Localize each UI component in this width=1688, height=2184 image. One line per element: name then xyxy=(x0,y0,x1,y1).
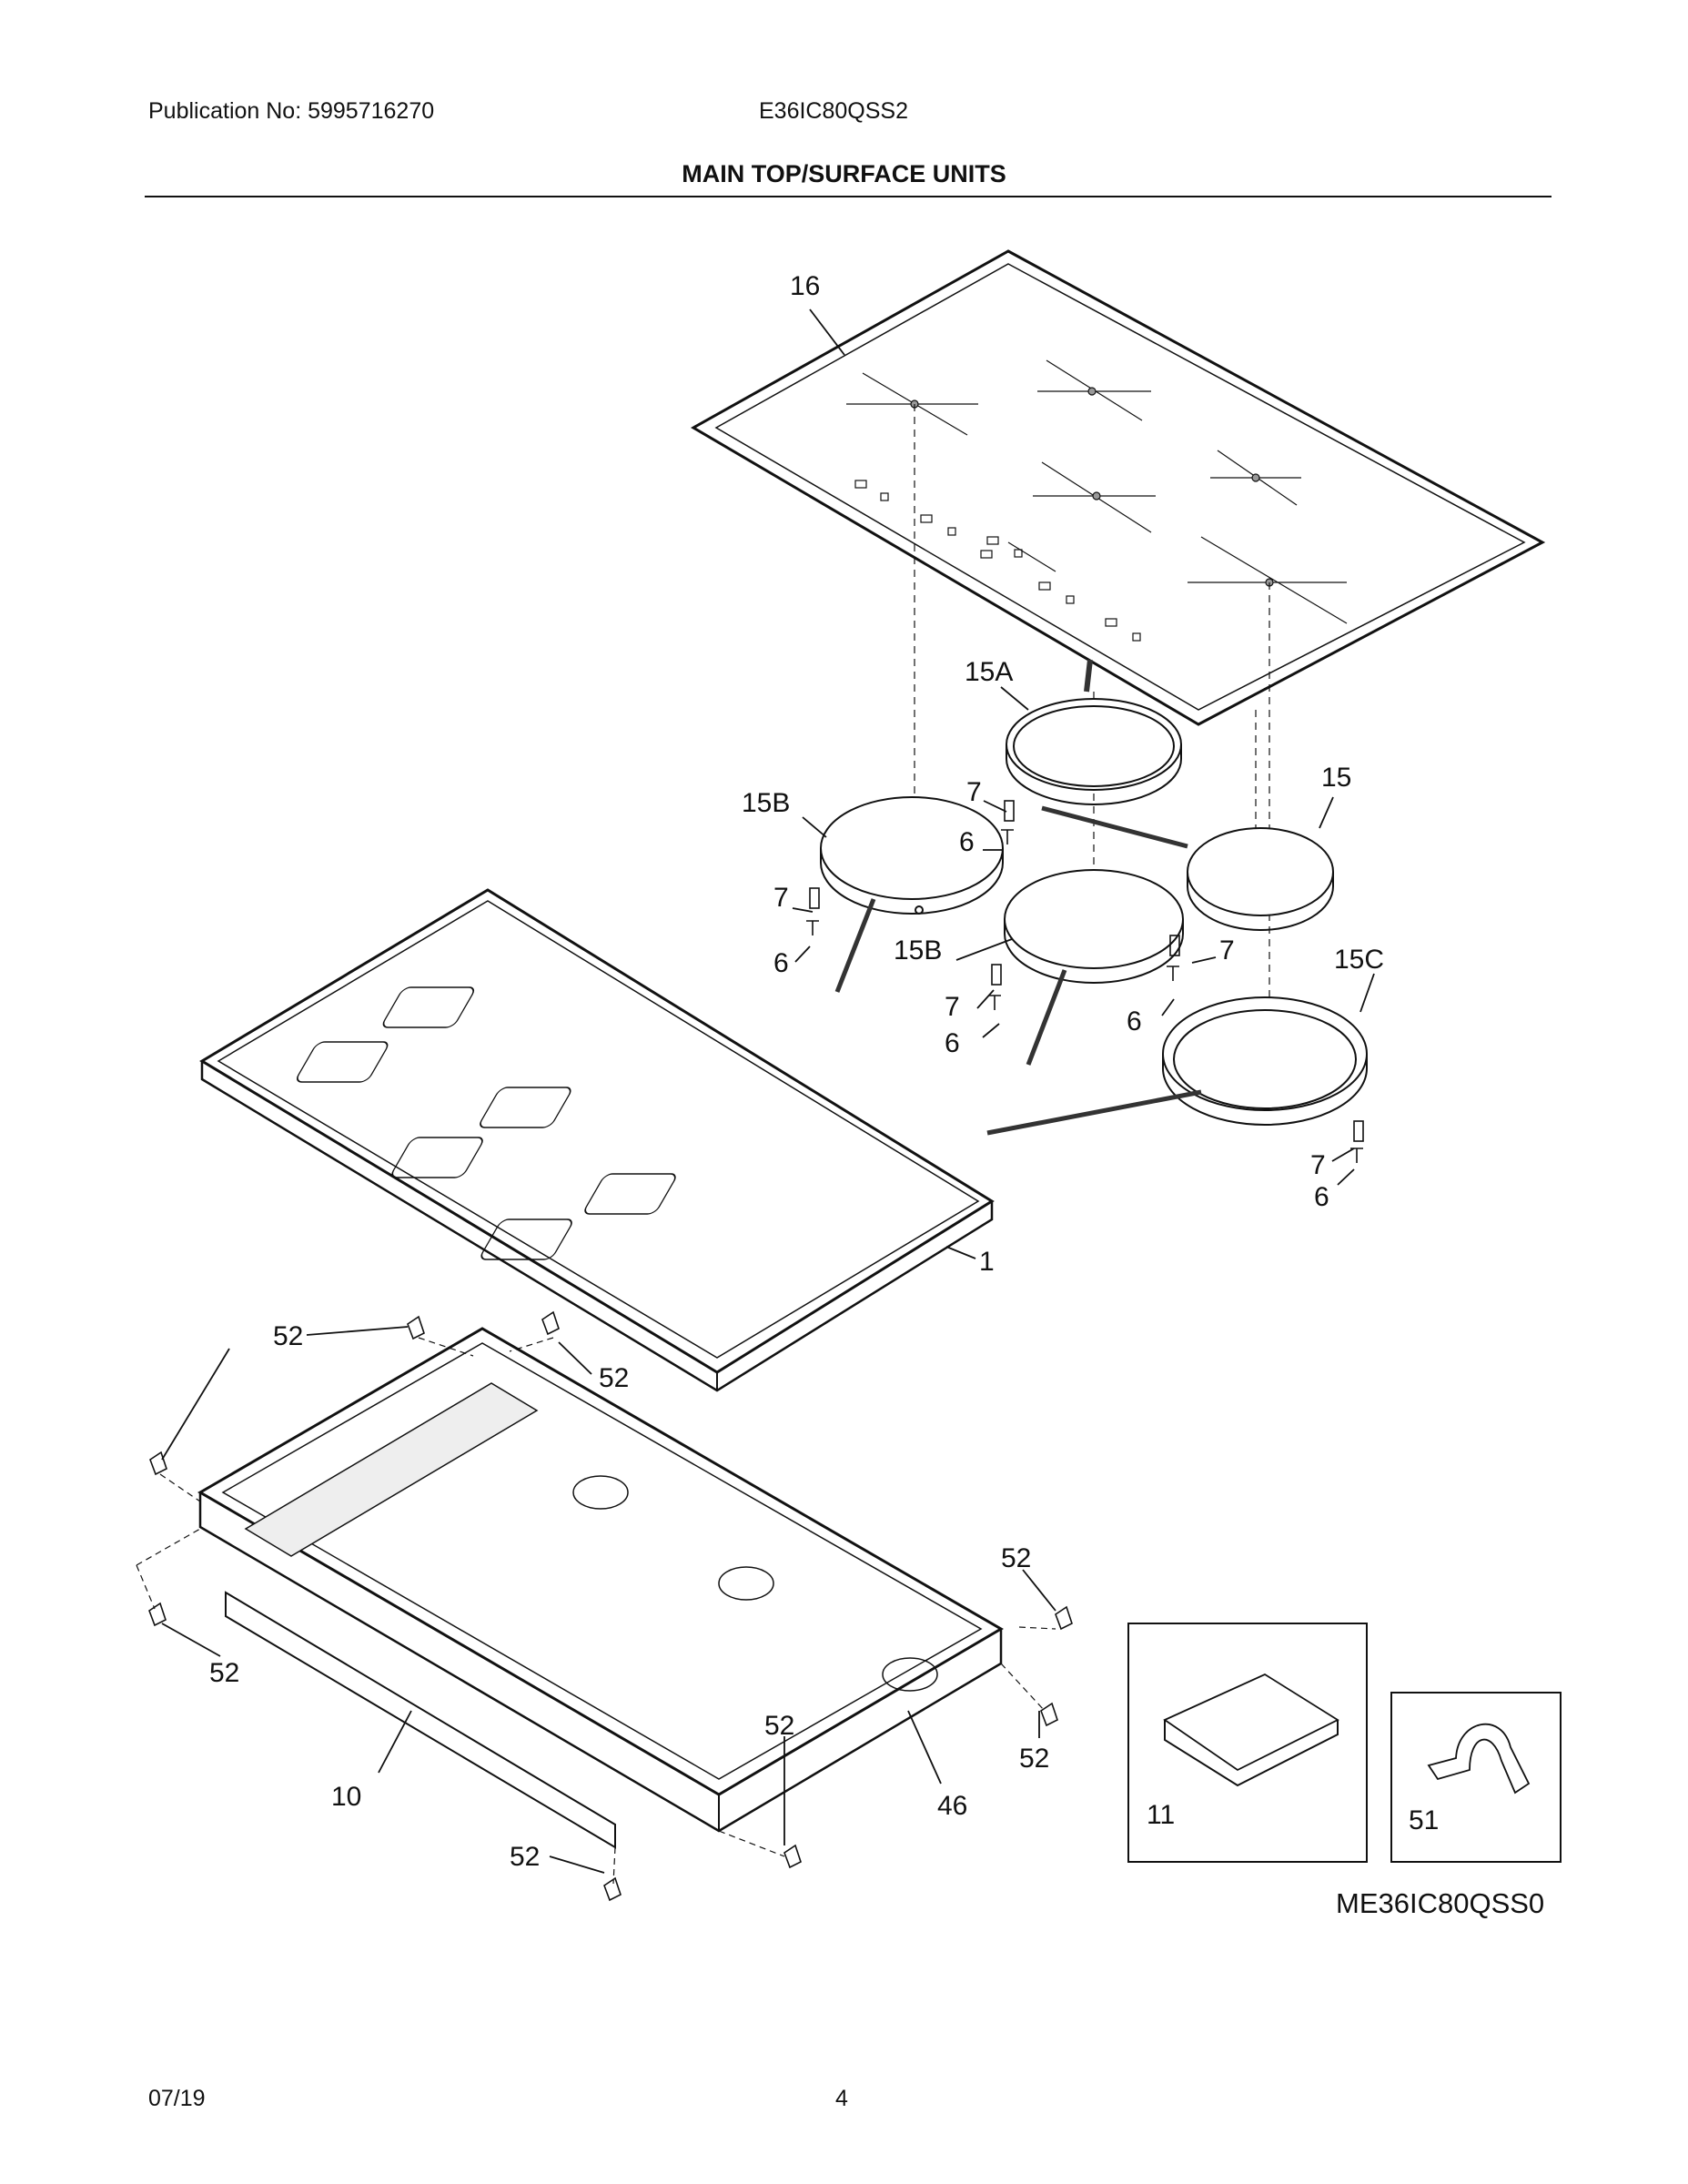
cooktop-frame xyxy=(199,888,995,1392)
callout-11: 11 xyxy=(1147,1800,1175,1830)
title-rule xyxy=(145,196,1552,197)
callout-15a: 15A xyxy=(965,657,1013,687)
callout-15c: 15C xyxy=(1334,945,1384,975)
springs-and-screws xyxy=(806,800,1364,1163)
callout-7e: 7 xyxy=(1310,1150,1326,1180)
leader-lines xyxy=(161,308,1375,1874)
callout-15b-left: 15B xyxy=(742,788,790,818)
callout-15b-center: 15B xyxy=(894,935,942,966)
mounting-clips xyxy=(148,1310,1073,1902)
callout-52-left: 52 xyxy=(209,1658,239,1688)
callout-51: 51 xyxy=(1409,1805,1439,1835)
element-15b-left xyxy=(820,796,1004,915)
diagram-id: ME36IC80QSS0 xyxy=(1336,1887,1545,1919)
callout-52-right: 52 xyxy=(1019,1744,1049,1774)
cooktop-box xyxy=(197,1327,1004,1833)
callout-6c: 6 xyxy=(945,1028,960,1058)
model-number: E36IC80QSS2 xyxy=(759,98,908,124)
element-15a xyxy=(1006,698,1182,805)
page-title: MAIN TOP/SURFACE UNITS xyxy=(682,160,1006,187)
callout-52-front: 52 xyxy=(764,1711,794,1741)
callout-6d: 6 xyxy=(1127,1006,1142,1036)
callout-52-right-top: 52 xyxy=(1001,1543,1031,1573)
callout-16: 16 xyxy=(790,271,820,301)
callout-10: 10 xyxy=(331,1782,361,1812)
callout-7c: 7 xyxy=(1219,935,1235,966)
callout-52-top-mid: 52 xyxy=(599,1363,629,1393)
element-wire-harnesses xyxy=(834,805,1202,1136)
callout-6b: 6 xyxy=(773,948,789,978)
callout-7d: 7 xyxy=(945,992,960,1022)
footer-date: 07/19 xyxy=(148,2086,206,2111)
publication-number: Publication No: 5995716270 xyxy=(148,98,435,124)
element-15b-center xyxy=(1004,869,1184,984)
callout-6a: 6 xyxy=(959,827,975,857)
callout-7b: 7 xyxy=(773,883,789,913)
page-number: 4 xyxy=(835,2086,848,2111)
inset-bracket-11 xyxy=(1127,1623,1368,1863)
element-15 xyxy=(1187,827,1334,931)
callout-15: 15 xyxy=(1321,763,1351,793)
callout-46: 46 xyxy=(937,1791,967,1821)
callout-52-bottom: 52 xyxy=(510,1842,540,1872)
callout-52-top-left: 52 xyxy=(273,1321,303,1351)
glass-cooktop xyxy=(690,249,1546,726)
element-15c xyxy=(1162,996,1368,1126)
callout-1: 1 xyxy=(979,1247,995,1277)
callout-7a: 7 xyxy=(966,777,982,807)
callout-6e: 6 xyxy=(1314,1182,1329,1212)
inset-clamp-51 xyxy=(1390,1692,1562,1863)
